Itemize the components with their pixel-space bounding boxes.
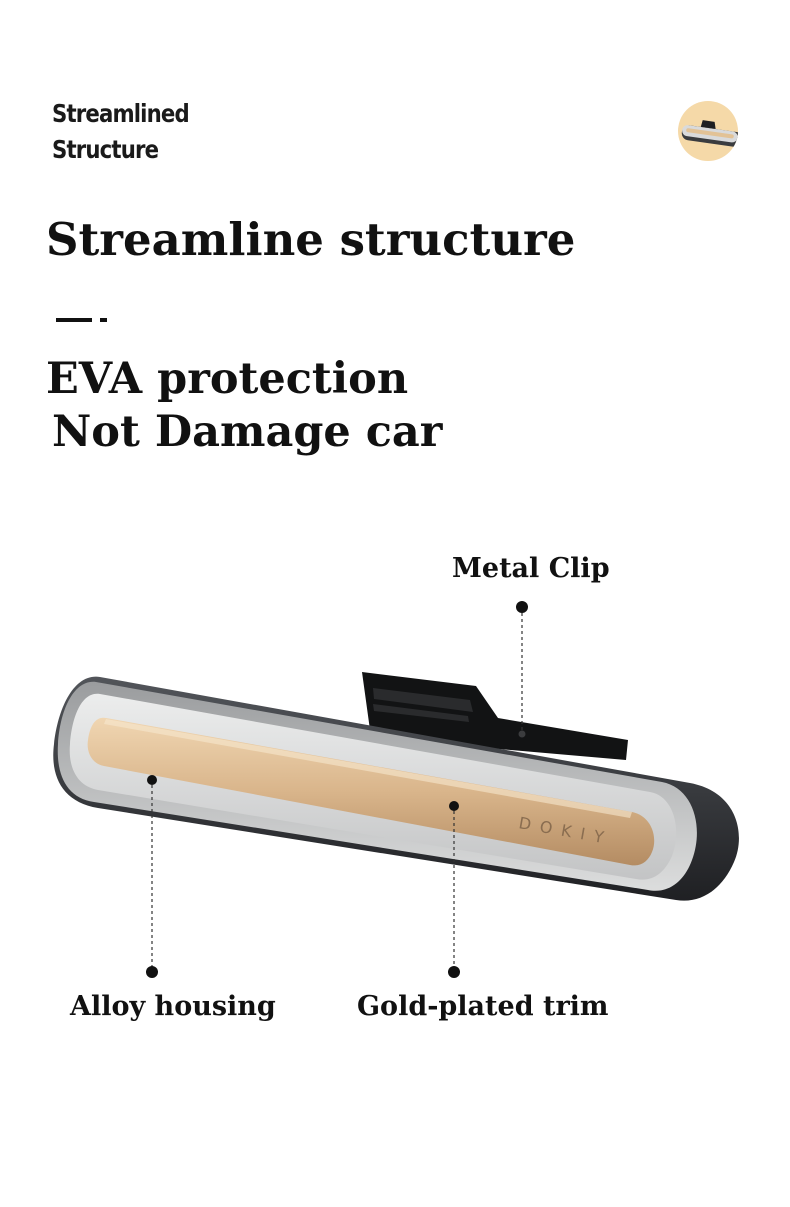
divider-dot bbox=[100, 318, 107, 322]
clip-marker bbox=[516, 601, 528, 613]
feature-tag-line2: Structure bbox=[52, 135, 159, 164]
alloy-marker bbox=[147, 775, 157, 785]
feature-tag-line1: Streamlined bbox=[52, 99, 190, 128]
callout-metal-clip: Metal Clip bbox=[452, 553, 610, 584]
alloy-housing bbox=[53, 676, 739, 901]
metal-clip bbox=[362, 672, 628, 760]
callout-leaders bbox=[146, 601, 528, 978]
feature-tag: Streamlined Structure bbox=[52, 96, 190, 168]
callout-gold-trim: Gold-plated trim bbox=[357, 991, 609, 1022]
gold-marker bbox=[449, 801, 459, 811]
gold-plated-trim bbox=[87, 717, 655, 866]
brand-engraving: DOKIY bbox=[517, 813, 614, 848]
callout-alloy-housing: Alloy housing bbox=[70, 991, 276, 1022]
feature-no-damage: Not Damage car bbox=[52, 407, 443, 457]
headline: Streamline structure bbox=[46, 213, 576, 266]
product-thumbnail bbox=[678, 101, 738, 161]
thumbnail-product-icon bbox=[681, 120, 738, 148]
divider-dash bbox=[56, 318, 92, 322]
feature-eva: EVA protection bbox=[46, 354, 409, 404]
